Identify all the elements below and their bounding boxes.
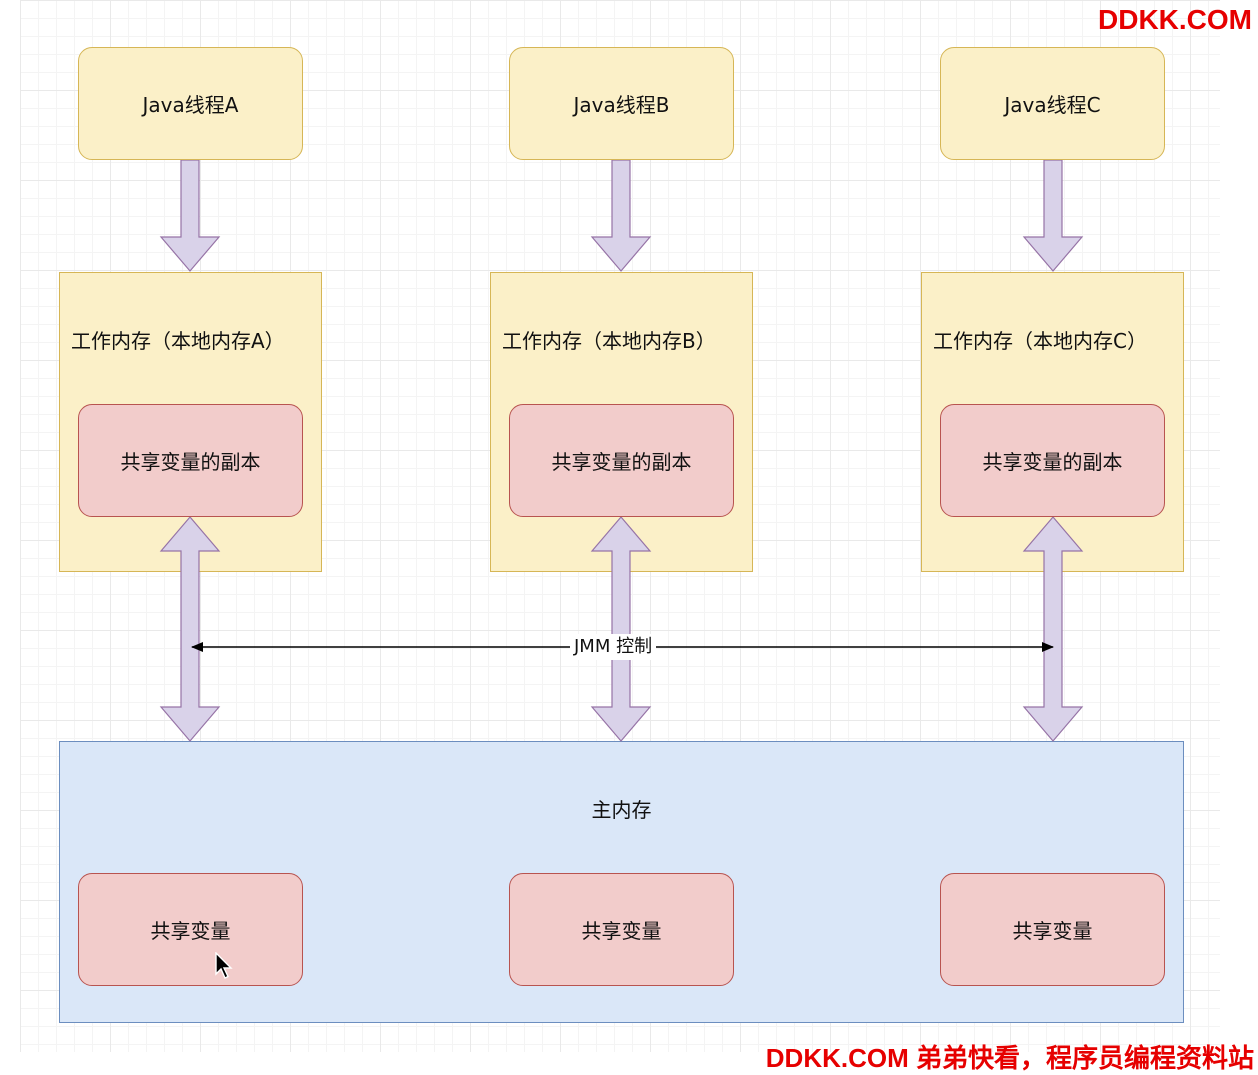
mouse-cursor-icon — [215, 952, 233, 979]
watermark-top: DDKK.COM — [1098, 4, 1252, 35]
shared-variable-copy-c-label: 共享变量的副本 — [982, 450, 1123, 474]
main-memory-title: 主内存 — [591, 798, 652, 822]
shared-variable-copy-a: 共享变量的副本 — [78, 404, 303, 517]
thread-b-label: Java线程B — [573, 93, 670, 117]
thread-a-label: Java线程A — [142, 93, 239, 117]
shared-variable-copy-a-label: 共享变量的副本 — [120, 450, 261, 474]
shared-variable-b: 共享变量 — [509, 873, 734, 986]
thread-a: Java线程A — [78, 47, 303, 160]
shared-variable-copy-b-label: 共享变量的副本 — [551, 450, 692, 474]
working-memory-c-title: 工作内存（本地内存C） — [933, 329, 1147, 353]
shared-variable-c: 共享变量 — [940, 873, 1165, 986]
thread-b: Java线程B — [509, 47, 734, 160]
shared-variable-copy-c: 共享变量的副本 — [940, 404, 1165, 517]
working-memory-b-title: 工作内存（本地内存B） — [502, 329, 716, 353]
shared-variable-a-label: 共享变量 — [150, 919, 231, 943]
watermark-bottom: DDKK.COM 弟弟快看，程序员编程资料站 — [765, 1043, 1254, 1073]
shared-variable-b-label: 共享变量 — [581, 919, 662, 943]
working-memory-a-title: 工作内存（本地内存A） — [71, 329, 285, 353]
shared-variable-copy-b: 共享变量的副本 — [509, 404, 734, 517]
shared-variable-a: 共享变量 — [78, 873, 303, 986]
thread-c: Java线程C — [940, 47, 1165, 160]
thread-c-label: Java线程C — [1004, 93, 1101, 117]
shared-variable-c-label: 共享变量 — [1012, 919, 1093, 943]
jmm-control-label: JMM 控制 — [570, 634, 657, 660]
